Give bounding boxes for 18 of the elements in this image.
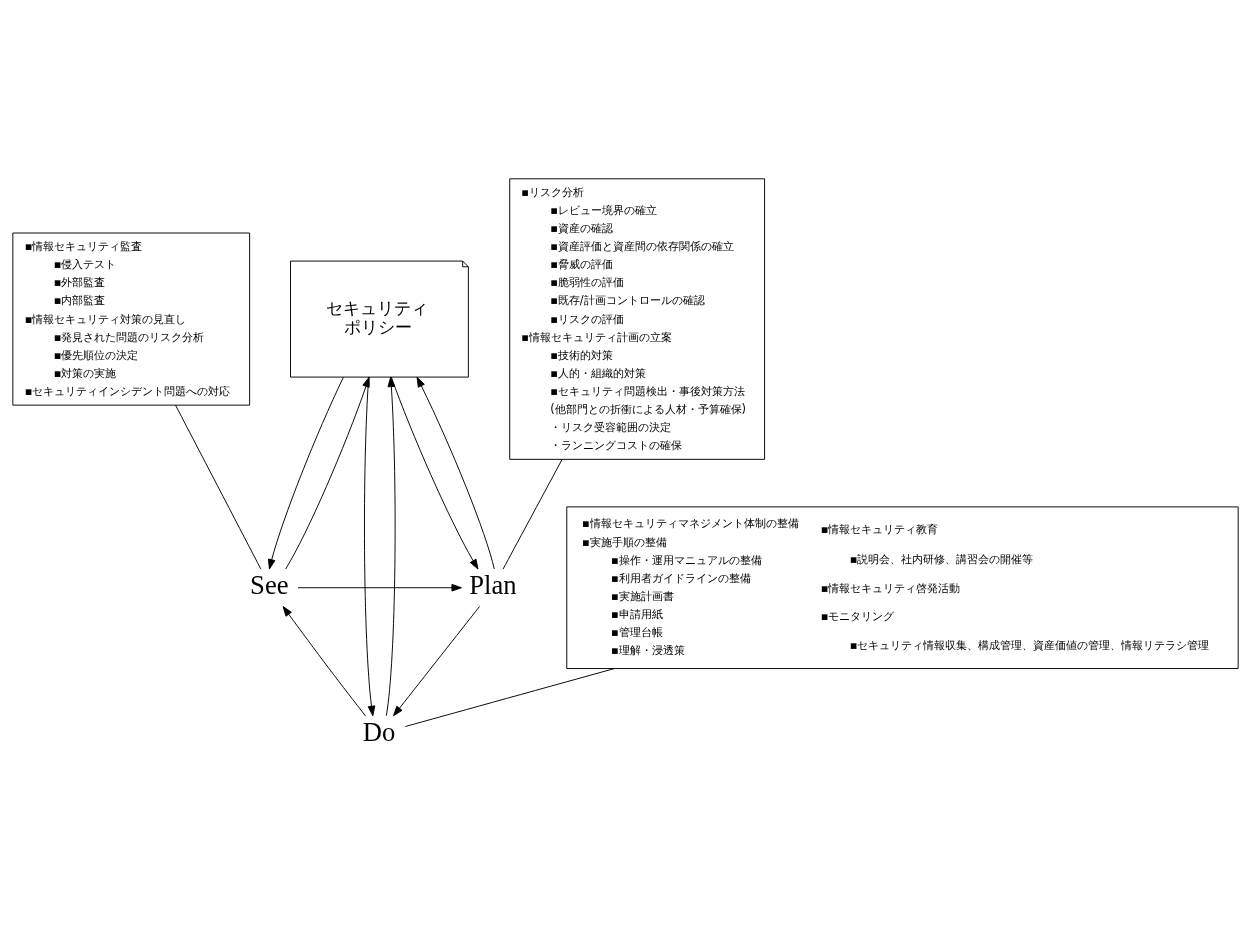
node-text: See	[250, 569, 289, 600]
node-text: Plan	[469, 569, 517, 600]
connector	[404, 667, 615, 727]
connector	[175, 404, 262, 570]
node-box: ▪情報セキュリティ監査 ▪侵入テスト ▪外部監査 ▪内部監査 ▪情報セキュリティ対策の見直し ▪発見された問題のリスク分析 ▪優先順位の決定 ▪対策の実施 ▪セキュリティインシデント問題への対応	[12, 232, 251, 406]
connector	[502, 458, 563, 570]
arrow	[285, 376, 370, 569]
node-box: ▪リスク分析 ▪レビュー境界の確立 ▪資産の確認 ▪資産評価と資産間の依存関係の確立 ▪脅威の評価 ▪脆弱性の評価 ▪既存/計画コントロールの確認 ▪リスクの評価 ▪情報セキュリティ計画の立案 ▪技術的対策 ▪人的・組織的対策 ▪セキュリティ問題検出・事後対策方法 (他部門との折衝による人材・予算確保) ・リスク受容範囲の決定 ・ランニングコストの確保	[509, 177, 766, 460]
node-box: ▪情報セキュリティマネジメント体制の整備 ▪実施手順の整備 ▪操作・運用マニュアルの整備 ▪利用者ガイドラインの整備 ▪実施計画書 ▪申請用紙 ▪管理台帳 ▪理解・浸透策 ▪情報セキュリティ教育 ▪説明会、社内研修、講習会の開催等 ▪情報セキュリティ啓発活動 ▪モニタリング ▪セキュリティ情報収集、構成管理、資産価値の管理、情報リテラシ管理	[566, 505, 1239, 669]
arrow	[364, 376, 376, 716]
arrow	[393, 605, 481, 716]
arrow	[416, 376, 495, 569]
arrow	[297, 583, 462, 592]
node-text: Do	[362, 716, 396, 747]
arrow	[385, 376, 396, 716]
arrow	[282, 605, 367, 717]
arrow	[267, 376, 344, 569]
arrow	[390, 376, 479, 569]
